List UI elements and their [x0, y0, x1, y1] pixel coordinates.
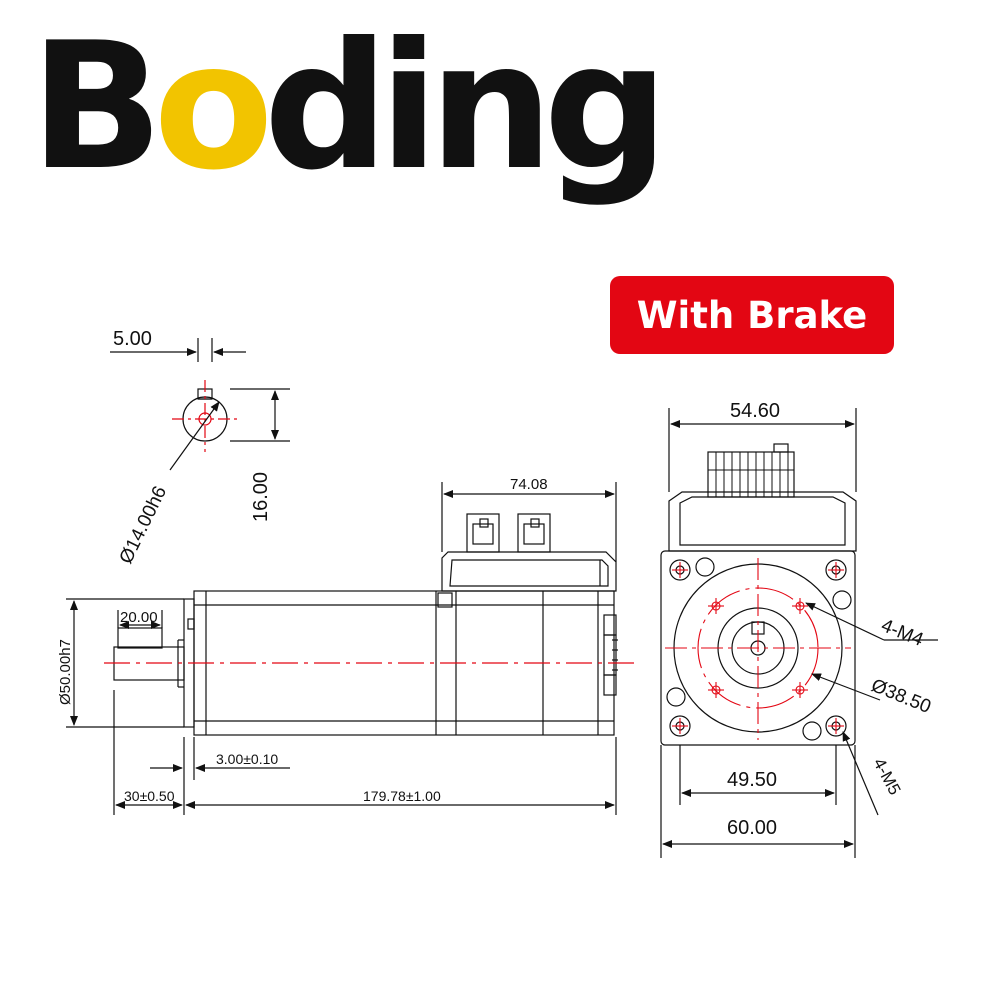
dim-flange-thickness: 3.00±0.10: [216, 751, 278, 767]
front-view-centerlines: [665, 558, 851, 740]
dim-shaft-diameter: Ø14.00h6: [116, 483, 171, 567]
dim-shaft-length: 30±0.50: [124, 788, 175, 804]
dim-key-height: 16.00: [250, 472, 272, 522]
dim-hole-pitch: 49.50: [727, 769, 777, 791]
shaft-section-view: [110, 338, 290, 471]
boding-logo: Boding: [30, 6, 669, 209]
dim-bolt-circle: Ø38.50: [868, 675, 934, 718]
dim-body-length: 179.78±1.00: [363, 788, 441, 804]
dim-drive-width: 54.60: [730, 400, 780, 422]
dim-mount-holes: 4-M5: [869, 755, 904, 798]
dim-drive-length: 74.08: [510, 476, 548, 493]
motor-side-view: [66, 482, 634, 815]
dim-pilot-diameter: Ø50.00h7: [57, 639, 74, 705]
dim-flange-size: 60.00: [727, 817, 777, 839]
dim-key-width: 5.00: [113, 328, 152, 350]
dim-tapped-holes: 4-M4: [878, 615, 926, 651]
front-view-dimensions: [660, 408, 938, 858]
with-brake-badge: With Brake: [610, 276, 894, 354]
dim-key-length: 20.00: [120, 609, 158, 626]
